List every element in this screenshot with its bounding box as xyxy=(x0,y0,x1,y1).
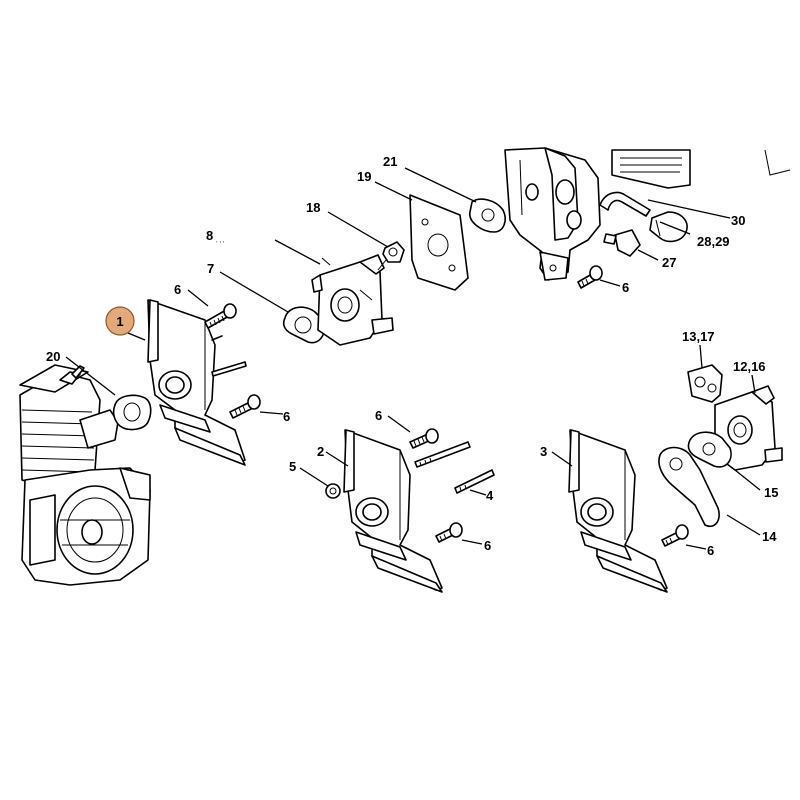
callout-30: 30 xyxy=(731,213,745,228)
callout-6a: 6 xyxy=(174,282,181,297)
part-3-intake-flange xyxy=(568,429,668,593)
screw-6d xyxy=(435,522,463,543)
screw-6f xyxy=(577,265,603,289)
callout-6c: 6 xyxy=(375,408,382,423)
callout-18: 18 xyxy=(306,200,320,215)
fitting-13-17 xyxy=(687,364,723,403)
nut-18 xyxy=(382,241,405,263)
engine-cylinder xyxy=(19,364,151,586)
stud-bolts xyxy=(414,441,495,494)
callout-2: 2 xyxy=(317,444,324,459)
primer-bulb-28-29 xyxy=(649,211,688,243)
callout-15: 15 xyxy=(764,485,778,500)
callout-6d: 6 xyxy=(484,538,491,553)
part-1-intake-manifold xyxy=(147,299,247,466)
screw-6c xyxy=(409,428,439,449)
part-20-insert xyxy=(112,394,152,431)
callout-5: 5 xyxy=(289,459,296,474)
callout-4: 4 xyxy=(486,488,494,503)
screw-6a xyxy=(204,303,237,329)
washer-5 xyxy=(325,483,341,499)
callout-20: 20 xyxy=(46,349,60,364)
callout-1-label: 1 xyxy=(116,314,123,329)
gasket-7 xyxy=(282,306,326,344)
gasket-21 xyxy=(469,198,506,233)
callout-14: 14 xyxy=(762,529,777,544)
gasket-15 xyxy=(687,431,732,468)
fuel-hose-30 xyxy=(599,191,651,217)
callout-6f: 6 xyxy=(622,280,629,295)
part-2-intake-flange xyxy=(343,429,443,593)
air-filter-housing xyxy=(504,147,791,281)
callout-1-badge xyxy=(105,306,135,336)
callout-12-16: 12,16 xyxy=(733,359,766,374)
gasket-14 xyxy=(658,446,720,527)
callout-7: 7 xyxy=(207,261,214,276)
callout-6e: 6 xyxy=(707,543,714,558)
callout-13-17: 13,17 xyxy=(682,329,715,344)
screw-6e xyxy=(661,524,689,547)
callout-21: 21 xyxy=(383,154,397,169)
callout-27: 27 xyxy=(662,255,676,270)
callout-19: 19 xyxy=(357,169,371,184)
callout-28-29: 28,29 xyxy=(697,234,730,249)
leader-lines xyxy=(65,167,761,550)
callout-3: 3 xyxy=(540,444,547,459)
fitting-27 xyxy=(603,229,641,257)
gasket-19 xyxy=(409,194,469,291)
callout-6b: 6 xyxy=(283,409,290,424)
callout-8-dots: , , , xyxy=(216,238,225,244)
callout-1-highlighted[interactable]: 1 xyxy=(105,306,135,336)
callout-8: 8 xyxy=(206,228,213,243)
screw-6b xyxy=(229,394,261,419)
carburetor-8 xyxy=(311,254,394,346)
